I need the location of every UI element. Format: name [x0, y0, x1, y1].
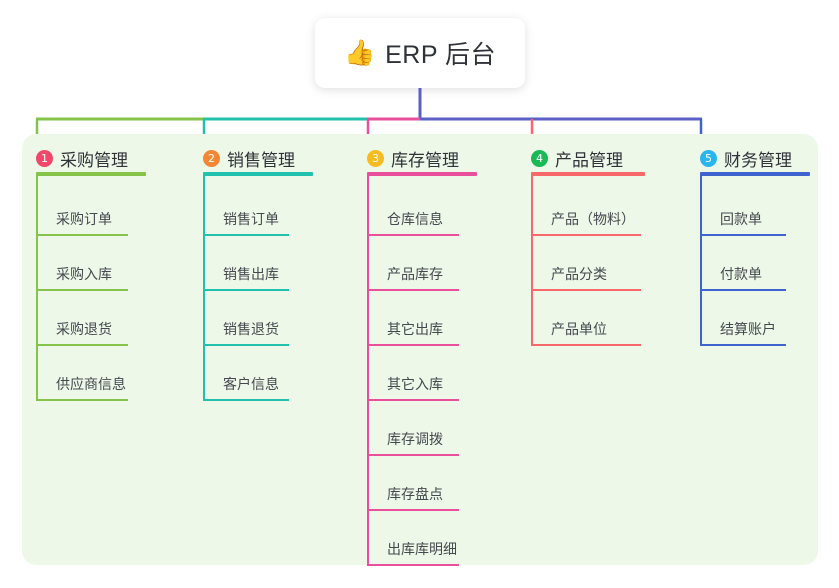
- leaf-underline: [36, 399, 128, 401]
- branch-leaf-item[interactable]: 产品分类: [531, 251, 641, 291]
- leaf-underline: [203, 399, 289, 401]
- branch-underline: [531, 172, 645, 176]
- root-node-card[interactable]: 👍 ERP 后台: [315, 18, 525, 88]
- leaf-label: 采购订单: [56, 211, 112, 227]
- branch-leaf-item[interactable]: 结算账户: [700, 306, 786, 346]
- leaf-underline: [36, 289, 128, 291]
- branch-badge-3: 3: [367, 150, 384, 167]
- root-node-title: ERP 后台: [385, 41, 497, 69]
- branch-leaf-item[interactable]: 付款单: [700, 251, 786, 291]
- leaf-underline: [700, 344, 786, 346]
- leaf-underline: [203, 289, 289, 291]
- branch-leaf-item[interactable]: 库存盘点: [367, 471, 459, 511]
- leaf-underline: [367, 234, 459, 236]
- branch-leaf-item[interactable]: 其它入库: [367, 361, 459, 401]
- thumbs-up-emoji: 👍: [343, 38, 376, 67]
- leaf-label: 客户信息: [223, 376, 279, 392]
- branch-leaf-item[interactable]: 采购订单: [36, 196, 128, 236]
- branch-leaf-item[interactable]: 客户信息: [203, 361, 289, 401]
- branch-leaf-item[interactable]: 供应商信息: [36, 361, 128, 401]
- branch-header-4[interactable]: 4 产品管理: [531, 146, 623, 171]
- branch-spine: [700, 174, 702, 346]
- branch-leaf-item[interactable]: 回款单: [700, 196, 786, 236]
- leaf-underline: [367, 289, 459, 291]
- leaf-label: 产品单位: [551, 321, 607, 337]
- leaf-underline: [531, 344, 641, 346]
- branch-leaf-item[interactable]: 其它出库: [367, 306, 459, 346]
- leaf-underline: [700, 289, 786, 291]
- branch-leaf-item[interactable]: 产品单位: [531, 306, 641, 346]
- leaf-underline: [700, 234, 786, 236]
- branch-badge-2: 2: [203, 150, 220, 167]
- branches-panel: [22, 134, 818, 565]
- branch-underline: [36, 172, 146, 176]
- branch-title: 产品管理: [555, 151, 623, 170]
- branch-header-1[interactable]: 1 采购管理: [36, 146, 128, 171]
- branch-title: 销售管理: [227, 151, 295, 170]
- leaf-underline: [203, 234, 289, 236]
- leaf-label: 出库库明细: [387, 541, 457, 557]
- branch-header-3[interactable]: 3 库存管理: [367, 146, 459, 171]
- leaf-underline: [367, 454, 459, 456]
- branch-title: 库存管理: [391, 151, 459, 170]
- leaf-label: 其它入库: [387, 376, 443, 392]
- leaf-label: 结算账户: [720, 321, 776, 337]
- leaf-label: 产品库存: [387, 266, 443, 282]
- leaf-label: 销售出库: [223, 266, 279, 282]
- branch-spine: [36, 174, 38, 401]
- leaf-label: 销售订单: [223, 211, 279, 227]
- branch-leaf-item[interactable]: 销售退货: [203, 306, 289, 346]
- branch-leaf-item[interactable]: 销售订单: [203, 196, 289, 236]
- branch-leaf-item[interactable]: 采购入库: [36, 251, 128, 291]
- branch-header-5[interactable]: 5 财务管理: [700, 146, 792, 171]
- branch-spine: [531, 174, 533, 346]
- branch-columns: 1 采购管理采购订单采购入库采购退货供应商信息 2 销售管理销售订单销售出库销售退货客…: [0, 134, 839, 566]
- branch-badge-1: 1: [36, 150, 53, 167]
- branch-underline: [700, 172, 810, 176]
- branch-header-2[interactable]: 2 销售管理: [203, 146, 295, 171]
- leaf-label: 库存盘点: [387, 486, 443, 502]
- leaf-label: 销售退货: [223, 321, 279, 337]
- branch-badge-5: 5: [700, 150, 717, 167]
- leaf-label: 采购入库: [56, 266, 112, 282]
- leaf-underline: [367, 509, 459, 511]
- leaf-label: 其它出库: [387, 321, 443, 337]
- leaf-label: 采购退货: [56, 321, 112, 337]
- leaf-underline: [531, 234, 641, 236]
- leaf-underline: [367, 399, 459, 401]
- branch-underline: [203, 172, 313, 176]
- leaf-label: 产品分类: [551, 266, 607, 282]
- leaf-label: 供应商信息: [56, 376, 126, 392]
- leaf-label: 仓库信息: [387, 211, 443, 227]
- leaf-underline: [36, 344, 128, 346]
- branch-leaf-item[interactable]: 出库库明细: [367, 526, 459, 566]
- leaf-label: 库存调拨: [387, 431, 443, 447]
- leaf-underline: [203, 344, 289, 346]
- leaf-label: 回款单: [720, 211, 762, 227]
- leaf-label: 付款单: [720, 266, 762, 282]
- branch-title: 采购管理: [60, 151, 128, 170]
- branch-spine: [367, 174, 369, 566]
- leaf-underline: [36, 234, 128, 236]
- leaf-label: 产品（物料）: [551, 211, 635, 227]
- leaf-underline: [531, 289, 641, 291]
- branch-leaf-item[interactable]: 仓库信息: [367, 196, 459, 236]
- branch-leaf-item[interactable]: 产品（物料）: [531, 196, 641, 236]
- branch-leaf-item[interactable]: 库存调拨: [367, 416, 459, 456]
- branch-title: 财务管理: [724, 151, 792, 170]
- branch-spine: [203, 174, 205, 401]
- leaf-underline: [367, 564, 459, 566]
- branch-leaf-item[interactable]: 销售出库: [203, 251, 289, 291]
- branch-leaf-item[interactable]: 采购退货: [36, 306, 128, 346]
- branch-underline: [367, 172, 477, 176]
- branch-leaf-item[interactable]: 产品库存: [367, 251, 459, 291]
- leaf-underline: [367, 344, 459, 346]
- branch-badge-4: 4: [531, 150, 548, 167]
